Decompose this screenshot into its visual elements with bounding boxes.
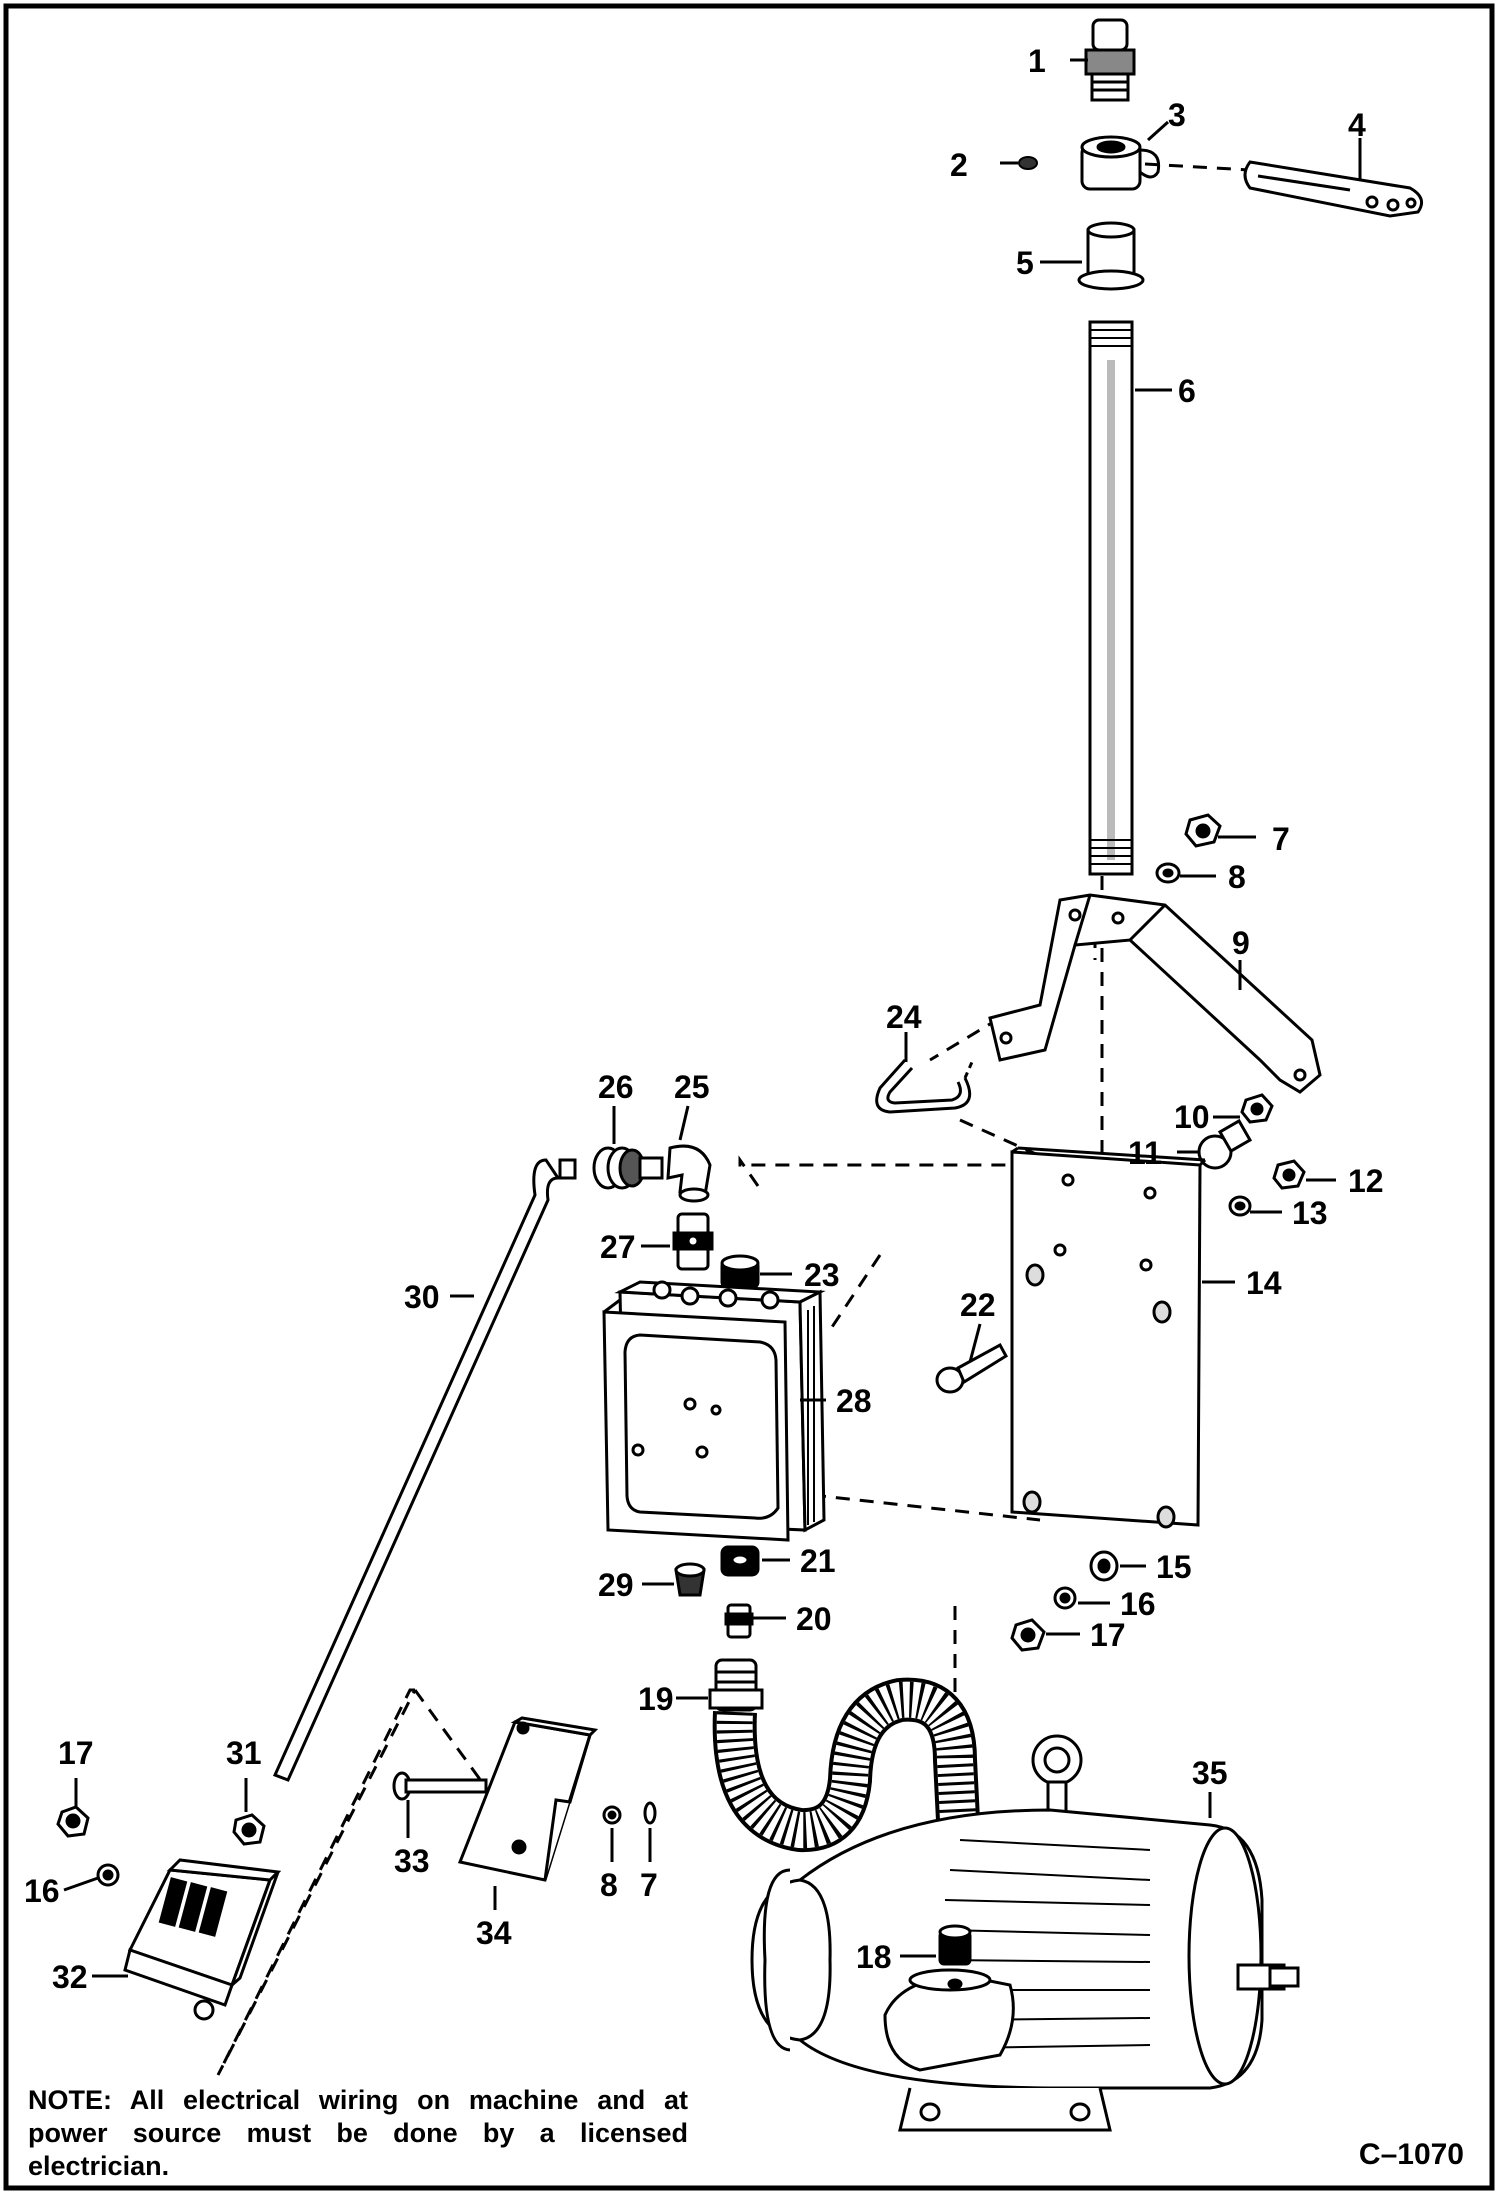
callout-3: 3 xyxy=(1168,97,1186,133)
part-28-switch-box xyxy=(602,1280,826,1542)
part-3-collar xyxy=(1080,135,1161,191)
callout-20: 20 xyxy=(796,1601,832,1637)
part-4-handle xyxy=(1243,160,1424,218)
callout-30: 30 xyxy=(404,1279,440,1315)
part-8-washer-upper xyxy=(1155,862,1181,884)
callout-17-right: 17 xyxy=(1090,1617,1126,1653)
part-21-locknut xyxy=(720,1545,760,1577)
callout-4: 4 xyxy=(1348,107,1366,143)
part-35-motor xyxy=(750,1734,1300,2132)
part-14-mounting-plate xyxy=(1010,1146,1207,1529)
electrical-wiring-note: NOTE: All electrical wiring on machine a… xyxy=(28,2085,688,2181)
leader-lines xyxy=(63,58,1362,1978)
part-19-connector xyxy=(708,1658,764,1712)
callout-16-right: 16 xyxy=(1120,1586,1156,1622)
part-24-u-bolt xyxy=(875,1059,974,1114)
callout-13: 13 xyxy=(1292,1195,1328,1231)
part-1-fitting xyxy=(1084,18,1136,102)
part-8-washer-lower xyxy=(602,1805,622,1825)
part-5-bushing xyxy=(1077,221,1145,291)
callout-25: 25 xyxy=(674,1069,710,1105)
callout-16-left: 16 xyxy=(24,1873,60,1909)
part-22-bolt xyxy=(935,1342,1008,1394)
callout-29: 29 xyxy=(598,1567,634,1603)
callout-21: 21 xyxy=(800,1543,836,1579)
part-26-locknut xyxy=(592,1146,664,1190)
part-15-washer xyxy=(1089,1550,1119,1582)
callout-19: 19 xyxy=(638,1681,674,1717)
part-32-switch xyxy=(123,1858,282,2021)
part-27-nipple xyxy=(672,1212,714,1271)
callout-28: 28 xyxy=(836,1383,872,1419)
part-7-nut-upper xyxy=(1184,813,1222,848)
part-30-conduit xyxy=(272,1158,577,1782)
callout-11: 11 xyxy=(1128,1135,1162,1171)
page-border xyxy=(3,3,1495,2191)
callout-9: 9 xyxy=(1232,925,1250,961)
callout-14: 14 xyxy=(1246,1265,1282,1301)
callout-17-left: 17 xyxy=(58,1735,94,1771)
callout-24: 24 xyxy=(886,999,922,1035)
part-34-switch-bracket xyxy=(457,1716,599,1882)
part-2-screw xyxy=(1018,156,1038,170)
callout-10: 10 xyxy=(1174,1099,1210,1135)
flexible-conduit xyxy=(712,1677,980,1853)
callout-35: 35 xyxy=(1192,1755,1228,1791)
callout-8-upper: 8 xyxy=(1228,859,1246,895)
part-10-nut xyxy=(1240,1093,1274,1124)
callout-2: 2 xyxy=(950,147,968,183)
callout-31: 31 xyxy=(226,1735,262,1771)
part-16-washer-left xyxy=(96,1863,120,1887)
part-16-washer xyxy=(1053,1586,1077,1610)
part-31-locknut xyxy=(232,1813,266,1846)
part-17-nut-left xyxy=(56,1805,90,1838)
callout-15: 15 xyxy=(1156,1549,1192,1585)
callout-1: 1 xyxy=(1028,43,1046,79)
callout-23: 23 xyxy=(804,1257,840,1293)
part-23-bushing xyxy=(720,1254,760,1290)
callout-34: 34 xyxy=(476,1915,512,1951)
part-25-elbow xyxy=(666,1144,712,1203)
part-17-nut xyxy=(1010,1618,1046,1652)
part-33-bolt xyxy=(392,1771,488,1801)
part-7-nut-lower xyxy=(643,1801,657,1825)
part-29-bushing xyxy=(674,1562,706,1597)
callout-32: 32 xyxy=(52,1959,88,1995)
callout-numbers: 1 2 3 4 5 6 7 8 9 24 10 11 12 13 26 25 2… xyxy=(24,43,1384,1995)
callout-33: 33 xyxy=(394,1843,430,1879)
callout-18: 18 xyxy=(856,1939,892,1975)
part-9-bracket xyxy=(988,893,1322,1094)
figure-id: C–1070 xyxy=(1358,2138,1464,2171)
callout-5: 5 xyxy=(1016,245,1034,281)
part-13-washer xyxy=(1228,1195,1252,1217)
part-6-shaft xyxy=(1088,320,1134,876)
callout-26: 26 xyxy=(598,1069,634,1105)
callout-22: 22 xyxy=(960,1287,996,1323)
callout-12: 12 xyxy=(1348,1163,1384,1199)
callout-8-lower: 8 xyxy=(600,1867,618,1903)
callout-6: 6 xyxy=(1178,373,1196,409)
part-18-connector xyxy=(938,1924,972,1990)
part-11-bolt xyxy=(1197,1118,1253,1170)
callout-27: 27 xyxy=(600,1229,636,1265)
part-12-nut xyxy=(1272,1159,1306,1190)
callout-7-lower: 7 xyxy=(640,1867,658,1903)
callout-7-upper: 7 xyxy=(1272,821,1290,857)
part-20-nipple xyxy=(724,1603,754,1639)
